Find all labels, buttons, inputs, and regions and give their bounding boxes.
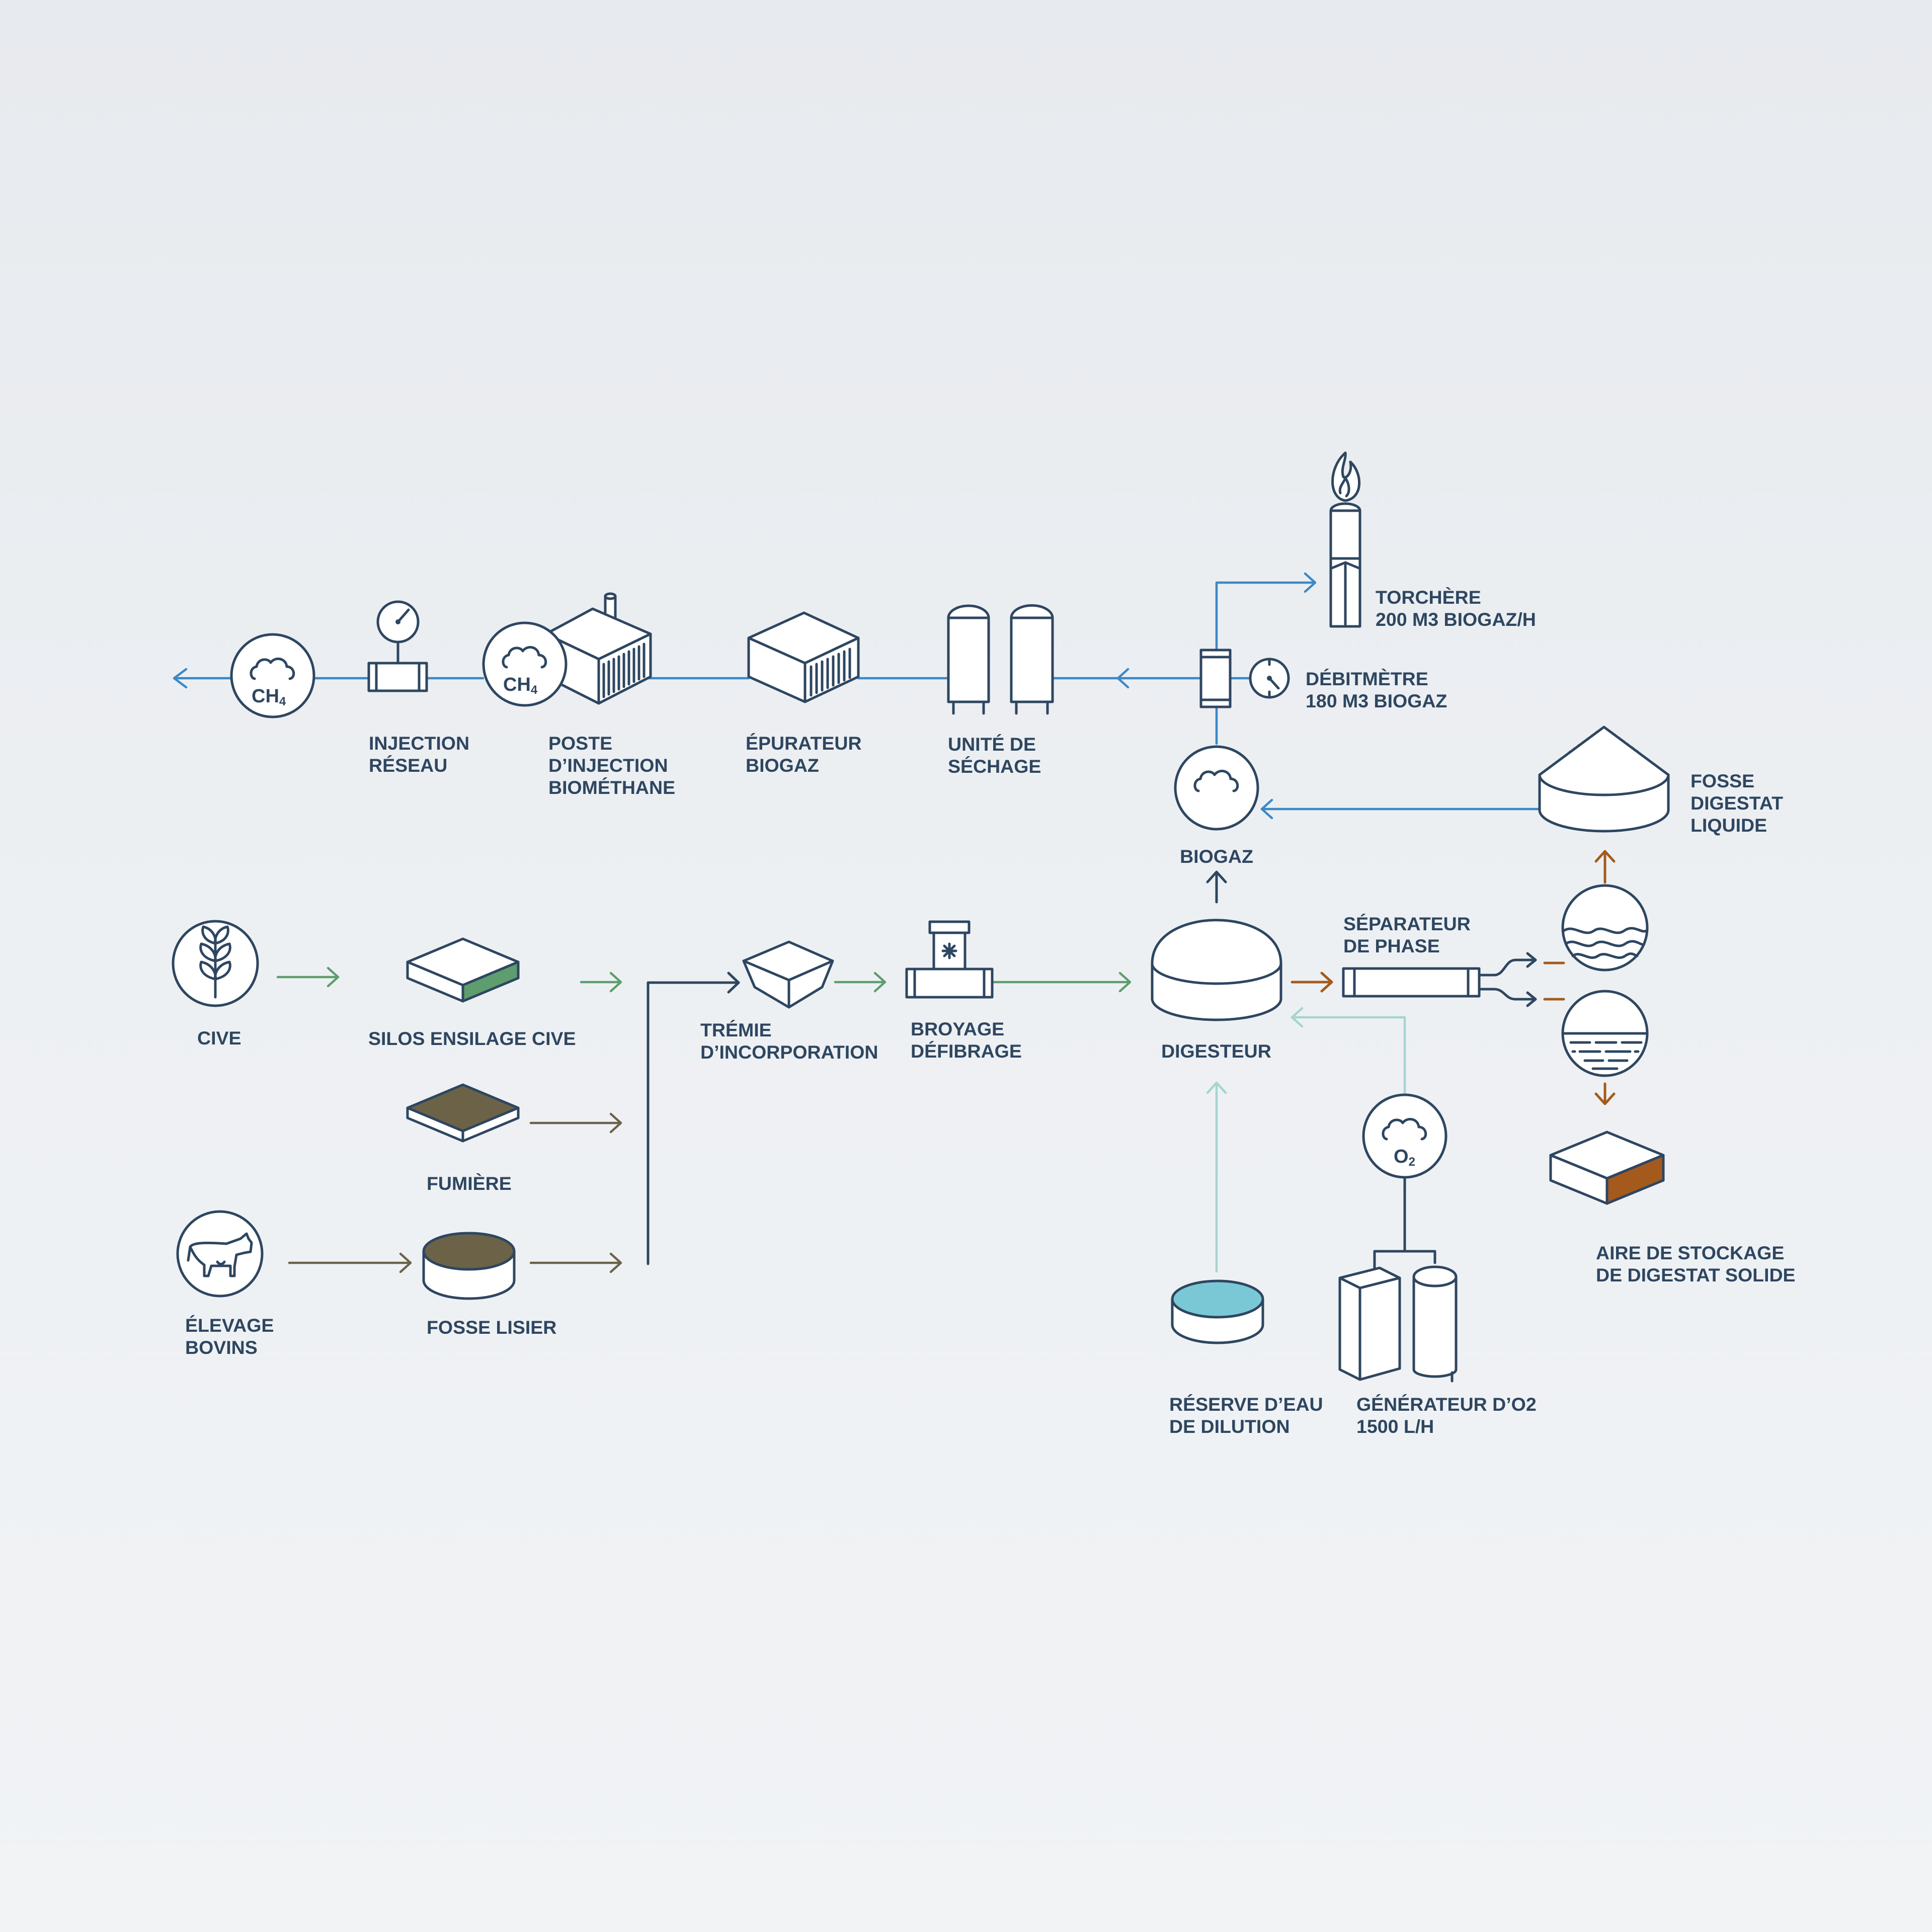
digesteur-label: DIGESTEUR — [1161, 1040, 1271, 1062]
silage-silo-icon — [406, 937, 520, 1003]
svg-text:O2: O2 — [1394, 1146, 1415, 1169]
cive-crop-icon — [172, 920, 259, 1007]
svg-text:CH4: CH4 — [252, 686, 286, 708]
injection-meter-icon — [367, 600, 428, 692]
cattle-icon — [176, 1210, 264, 1298]
biogaz-label: BIOGAZ — [1180, 846, 1253, 867]
solid-digestate-storage-icon — [1549, 1131, 1665, 1205]
liquid-digestate-tank-icon — [1538, 726, 1670, 833]
biogas-purifier-icon — [747, 611, 860, 703]
o2-generator-icon — [1338, 1265, 1458, 1383]
solid-phase-icon — [1561, 990, 1649, 1077]
svg-text:CH4: CH4 — [503, 674, 538, 697]
silos-label: SILOS ENSILAGE CIVE — [368, 1028, 576, 1049]
liquid-phase-icon — [1561, 884, 1649, 972]
cive-label: CIVE — [197, 1027, 242, 1049]
biomethane-injection-station-icon: CH4 — [482, 592, 652, 707]
manure-heap-icon — [406, 1083, 520, 1143]
flow-meter-icon — [1199, 649, 1290, 708]
o2-icon: O2 — [1362, 1093, 1447, 1179]
flare-torch-icon — [1329, 451, 1361, 628]
slurry-pit-icon — [422, 1232, 516, 1300]
drying-unit-icon — [947, 604, 1054, 715]
hopper-icon — [742, 940, 834, 1009]
fosse-lisier-label: FOSSE LISIER — [427, 1317, 556, 1338]
biogas-icon — [1174, 745, 1259, 831]
phase-separator-icon — [1342, 967, 1481, 998]
flow-lines — [173, 572, 1616, 1273]
shredder-icon — [905, 920, 994, 999]
digester-icon — [1151, 919, 1282, 1021]
fumiere-label: FUMIÈRE — [427, 1173, 512, 1194]
ch4-output-icon: CH4 — [230, 633, 315, 718]
dilution-water-reserve-icon — [1171, 1279, 1264, 1344]
